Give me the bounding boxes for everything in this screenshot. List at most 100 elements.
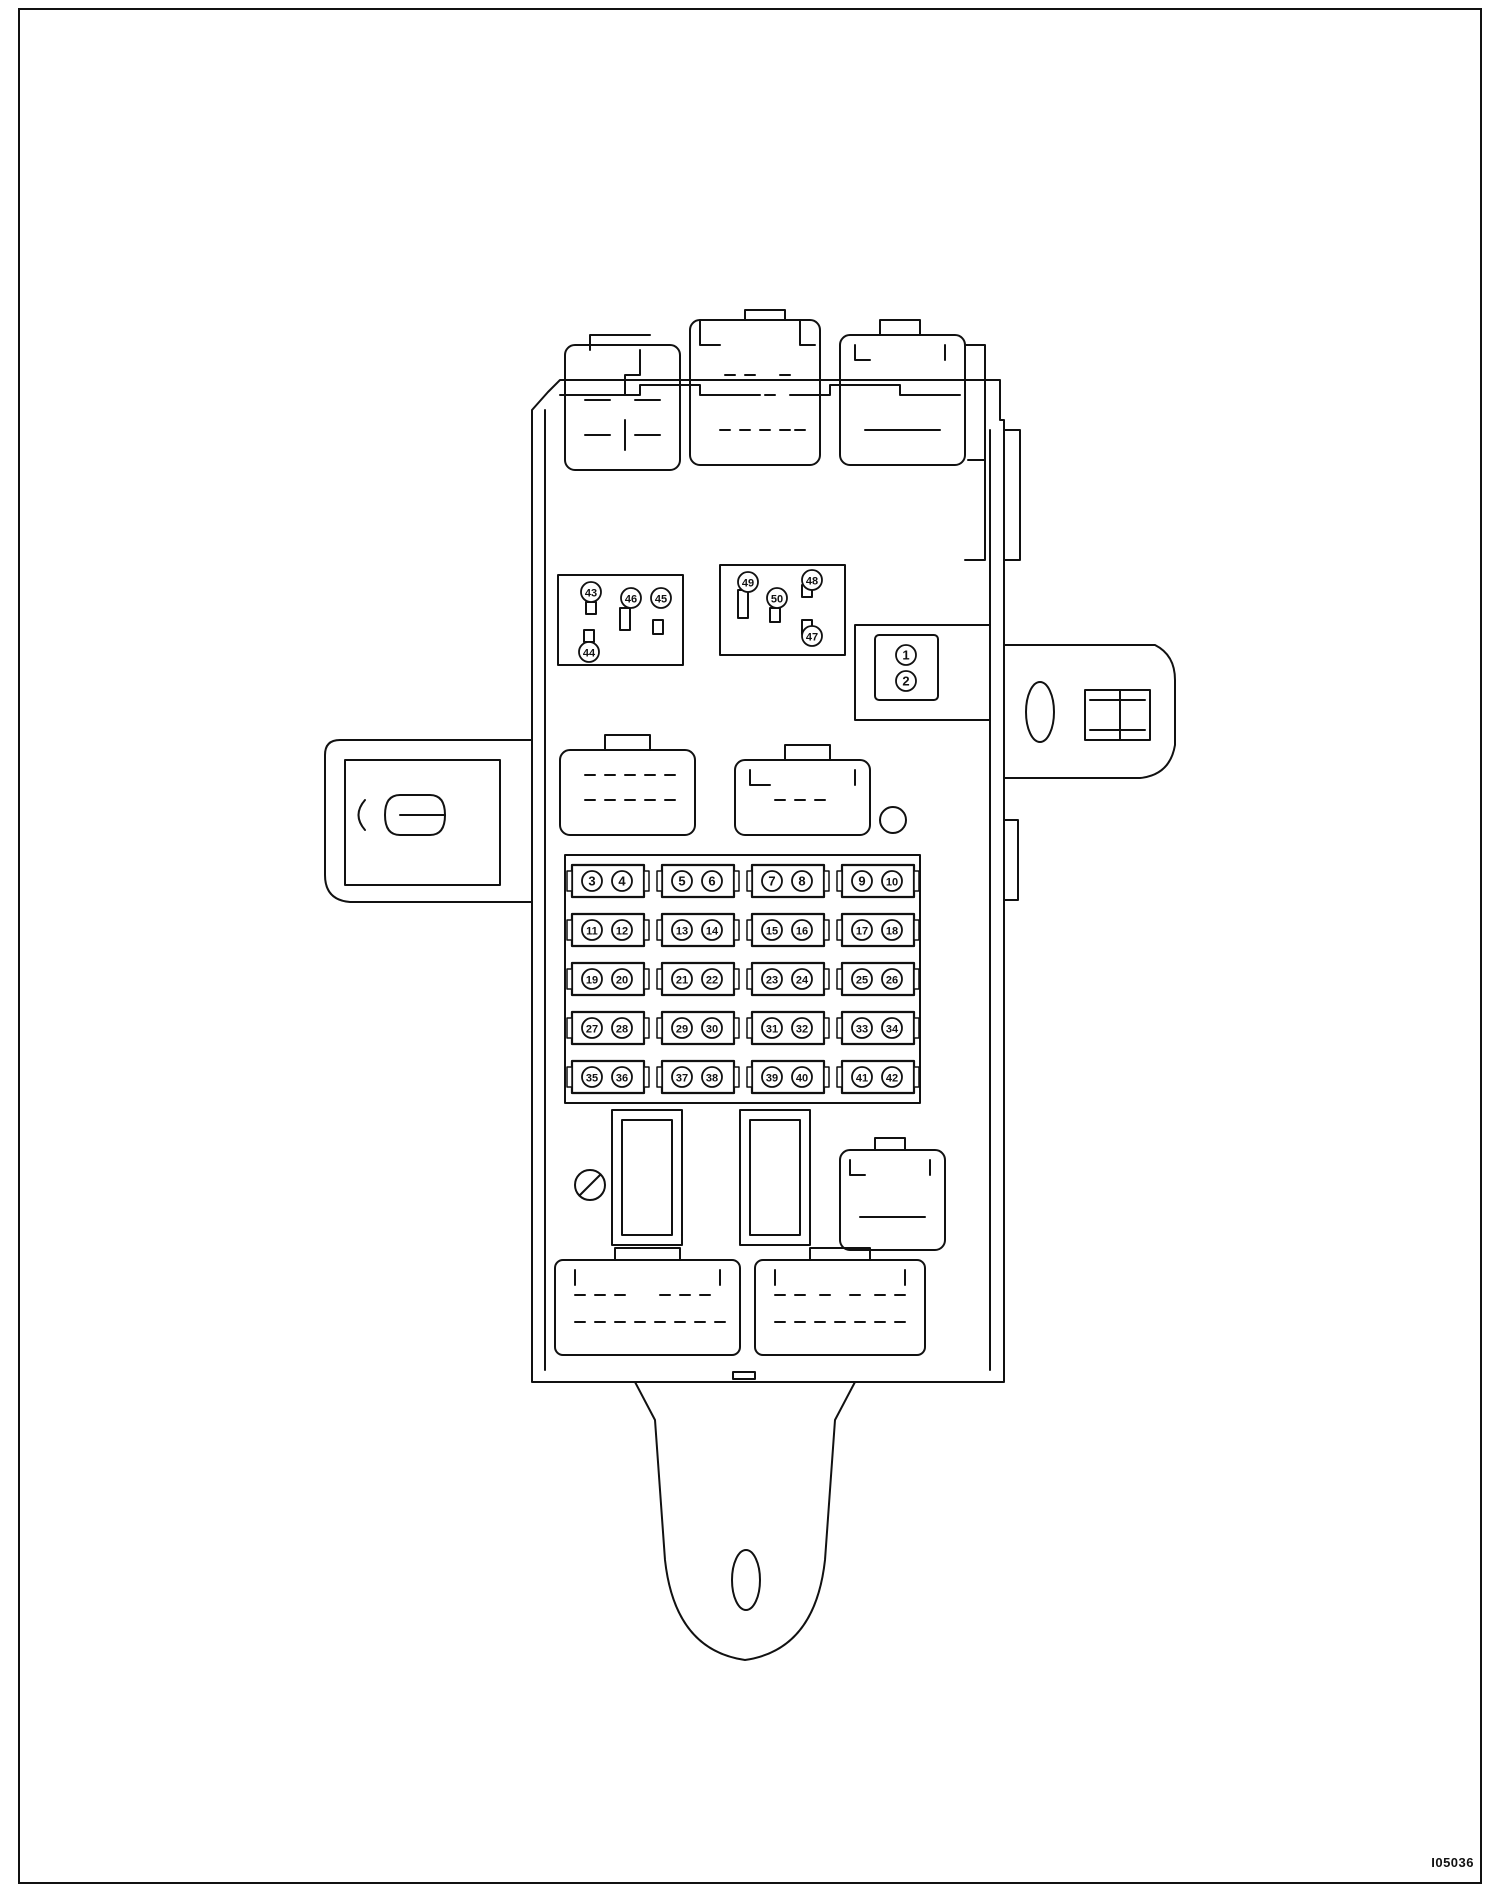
svg-text:33: 33 bbox=[856, 1024, 868, 1036]
fuse-slot bbox=[656, 863, 740, 899]
svg-text:22: 22 bbox=[706, 975, 718, 987]
svg-text:20: 20 bbox=[616, 975, 628, 987]
relay-terminal-label: 48 bbox=[801, 569, 823, 591]
fuse-slot bbox=[836, 912, 920, 948]
svg-text:45: 45 bbox=[655, 594, 667, 606]
svg-text:23: 23 bbox=[766, 975, 778, 987]
connector-bottom-left-pins bbox=[574, 1294, 726, 1323]
fuse-terminal-label: 14 bbox=[701, 919, 723, 941]
connector-top-left-pins bbox=[584, 399, 661, 451]
svg-text:31: 31 bbox=[766, 1024, 778, 1036]
svg-text:16: 16 bbox=[796, 926, 808, 938]
lower-slot-left bbox=[611, 1109, 683, 1246]
bracket-slot bbox=[731, 1549, 761, 1611]
fuse-terminal-label: 42 bbox=[881, 1066, 903, 1088]
fuse-terminal-label: 18 bbox=[881, 919, 903, 941]
svg-text:39: 39 bbox=[766, 1073, 778, 1085]
fuse-terminal-label: 28 bbox=[611, 1017, 633, 1039]
svg-text:17: 17 bbox=[856, 926, 868, 938]
svg-text:40: 40 bbox=[796, 1073, 808, 1085]
relay-terminal-label: 44 bbox=[578, 641, 600, 663]
fuse-terminal-label: 41 bbox=[851, 1066, 873, 1088]
fuse-terminal-label: 31 bbox=[761, 1017, 783, 1039]
svg-text:3: 3 bbox=[588, 874, 595, 889]
svg-text:18: 18 bbox=[886, 926, 898, 938]
connector-bottom-right-pins bbox=[774, 1294, 906, 1323]
fuse-slot bbox=[836, 1059, 920, 1095]
lower-slot-right bbox=[739, 1109, 811, 1246]
svg-text:35: 35 bbox=[586, 1073, 598, 1085]
relay-left-markers bbox=[583, 601, 664, 643]
svg-text:30: 30 bbox=[706, 1024, 718, 1036]
fuse-terminal-label: 15 bbox=[761, 919, 783, 941]
connector-terminal-label: 2 bbox=[895, 670, 917, 692]
fuse-slot bbox=[656, 1059, 740, 1095]
fuse-terminal-label: 8 bbox=[791, 870, 813, 892]
fuse-terminal-label: 9 bbox=[851, 870, 873, 892]
svg-text:38: 38 bbox=[706, 1073, 718, 1085]
connector-small bbox=[854, 624, 991, 721]
lower-slot-right-inner bbox=[749, 1119, 801, 1236]
fuse-slot bbox=[836, 961, 920, 997]
fuse-slot bbox=[656, 961, 740, 997]
connector-small-inner bbox=[874, 634, 939, 701]
connector-middle-right bbox=[734, 759, 871, 836]
figure-reference: I05036 bbox=[1431, 1855, 1474, 1870]
fuse-terminal-label: 22 bbox=[701, 968, 723, 990]
top-right-side-bracket bbox=[964, 344, 986, 561]
svg-text:25: 25 bbox=[856, 975, 868, 987]
relay-terminal-label: 45 bbox=[650, 587, 672, 609]
relay-terminal-label: 46 bbox=[620, 587, 642, 609]
lower-slot-left-inner bbox=[621, 1119, 673, 1236]
junction-block-housing bbox=[531, 379, 1005, 1383]
svg-text:37: 37 bbox=[676, 1073, 688, 1085]
fuse-terminal-label: 27 bbox=[581, 1017, 603, 1039]
fuse-slot bbox=[746, 1010, 830, 1046]
fuse-terminal-label: 21 bbox=[671, 968, 693, 990]
svg-text:49: 49 bbox=[742, 578, 754, 590]
fuse-terminal-label: 13 bbox=[671, 919, 693, 941]
connector-middle-right-key bbox=[749, 744, 856, 786]
fuse-terminal-label: 32 bbox=[791, 1017, 813, 1039]
fuse-slot bbox=[746, 1059, 830, 1095]
fuse-slot bbox=[746, 863, 830, 899]
svg-text:12: 12 bbox=[616, 926, 628, 938]
fuse-slot bbox=[746, 912, 830, 948]
svg-text:19: 19 bbox=[586, 975, 598, 987]
svg-text:13: 13 bbox=[676, 926, 688, 938]
connector-top-right-key bbox=[854, 319, 946, 361]
fuse-terminal-label: 29 bbox=[671, 1017, 693, 1039]
svg-text:1: 1 bbox=[902, 648, 909, 663]
right-side-tabs bbox=[1003, 429, 1021, 901]
svg-text:48: 48 bbox=[806, 576, 818, 588]
connector-top-middle-pins bbox=[719, 374, 806, 431]
mount-hole-right bbox=[879, 806, 907, 834]
svg-text:4: 4 bbox=[618, 874, 626, 889]
fuse-slot bbox=[656, 1010, 740, 1046]
fuse-terminal-label: 12 bbox=[611, 919, 633, 941]
svg-text:46: 46 bbox=[625, 594, 637, 606]
fuse-slot bbox=[566, 1010, 650, 1046]
connector-lower-right bbox=[839, 1149, 946, 1251]
fuse-slot bbox=[746, 961, 830, 997]
svg-text:21: 21 bbox=[676, 975, 688, 987]
relay-block-right bbox=[719, 564, 846, 656]
svg-text:6: 6 bbox=[708, 874, 715, 889]
svg-text:43: 43 bbox=[585, 588, 597, 600]
fuse-terminal-label: 4 bbox=[611, 870, 633, 892]
fuse-terminal-label: 19 bbox=[581, 968, 603, 990]
fuse-terminal-label: 7 bbox=[761, 870, 783, 892]
svg-text:10: 10 bbox=[886, 877, 898, 889]
svg-text:9: 9 bbox=[858, 874, 865, 889]
svg-text:7: 7 bbox=[768, 874, 775, 889]
relay-terminal-label: 49 bbox=[737, 571, 759, 593]
connector-top-left bbox=[564, 344, 681, 471]
diagram-frame bbox=[18, 8, 1482, 1884]
fuse-terminal-label: 38 bbox=[701, 1066, 723, 1088]
mount-hole-left bbox=[574, 1169, 606, 1201]
left-clip-inner bbox=[344, 759, 501, 886]
fuse-terminal-label: 24 bbox=[791, 968, 813, 990]
fuse-terminal-label: 33 bbox=[851, 1017, 873, 1039]
fuse-terminal-label: 11 bbox=[581, 919, 603, 941]
